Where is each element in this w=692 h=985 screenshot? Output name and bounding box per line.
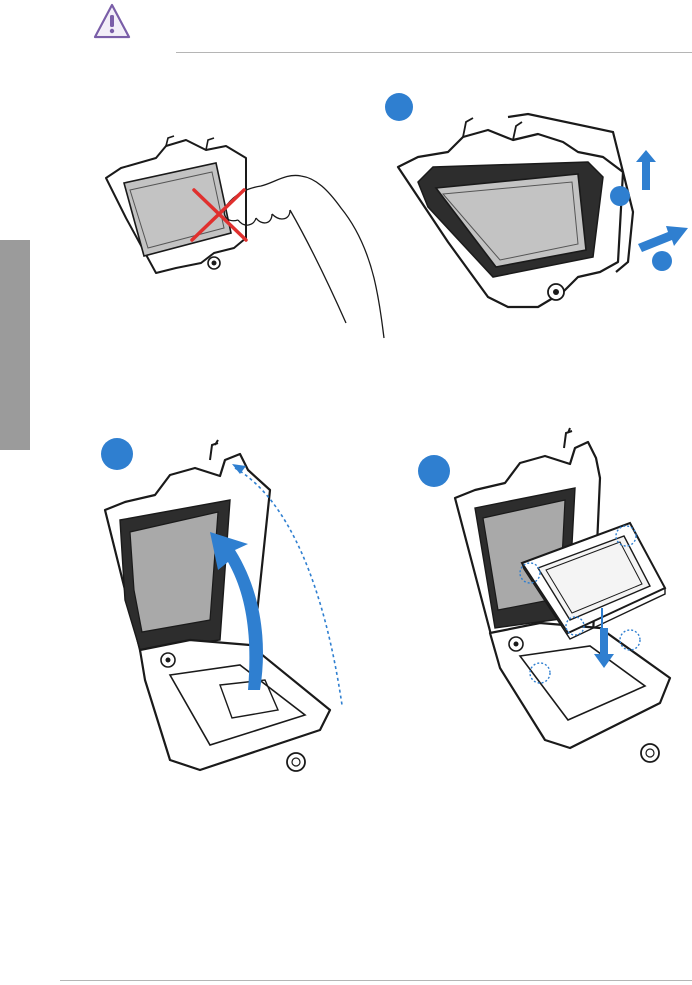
footer-divider bbox=[60, 980, 692, 981]
hand-outline bbox=[226, 175, 384, 338]
step-marker-2 bbox=[652, 251, 672, 271]
step-marker-c bbox=[418, 455, 450, 487]
panel-release-lever bbox=[388, 112, 692, 322]
panel-do-not-touch bbox=[96, 128, 386, 338]
chapter-side-tab bbox=[0, 240, 30, 450]
socket-screw bbox=[287, 753, 305, 771]
socket-screw bbox=[641, 744, 659, 762]
caution-triangle-icon bbox=[92, 2, 132, 42]
panel-lift-load-plate bbox=[100, 440, 360, 780]
arrow-up-icon bbox=[636, 150, 656, 190]
caution-divider bbox=[176, 52, 692, 53]
arrow-right-icon bbox=[638, 226, 688, 252]
step-marker-1 bbox=[610, 186, 630, 206]
panel-place-cpu bbox=[450, 428, 692, 778]
